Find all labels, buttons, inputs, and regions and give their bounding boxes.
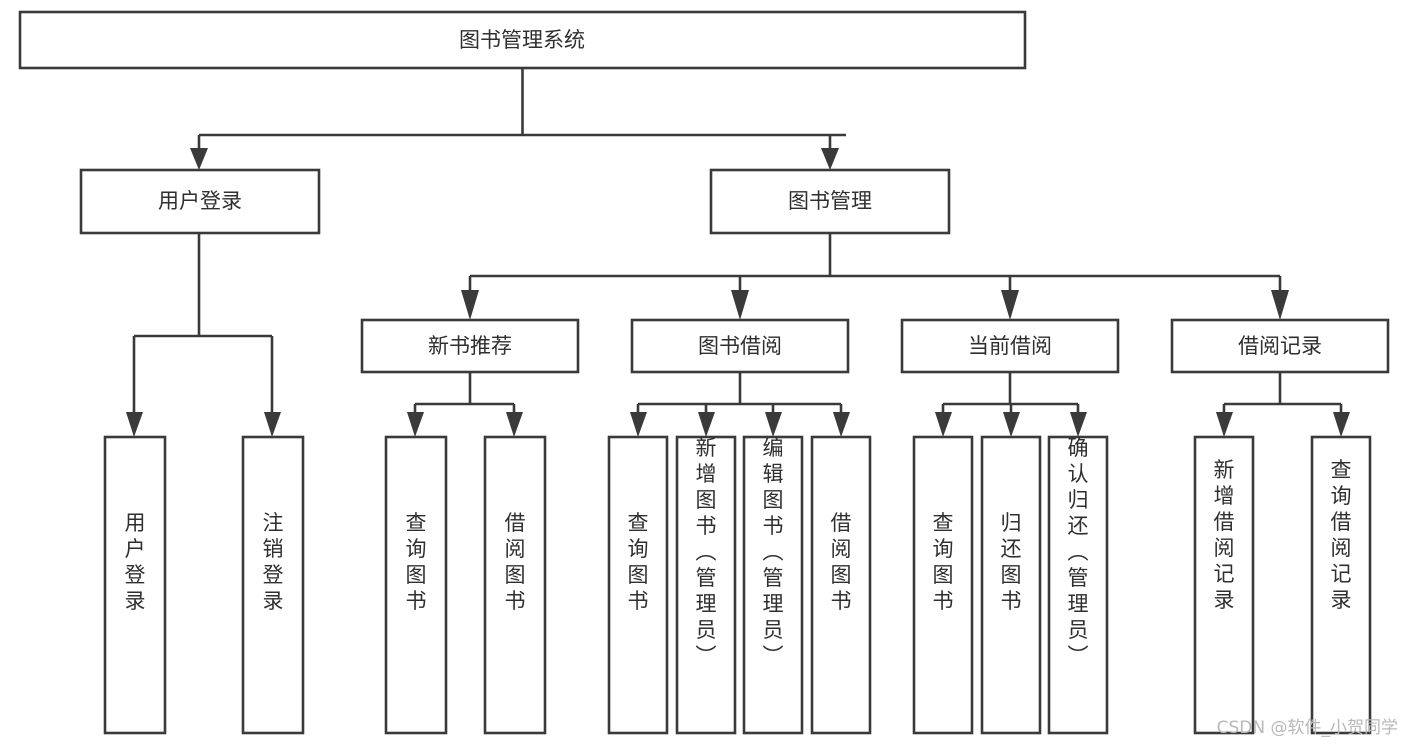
node-book-borrow[interactable]: 图书借阅 <box>630 318 850 374</box>
node-borrow-record[interactable]: 借阅记录 <box>1170 318 1390 374</box>
node-new-book-recommend-box[interactable] <box>360 318 580 374</box>
connector-group-current-borrow-to-leaves <box>935 372 1087 437</box>
leaf-user-login-box[interactable] <box>103 435 167 735</box>
arrow-head-current-borrow <box>1001 290 1019 320</box>
node-current-borrow-box[interactable] <box>900 318 1120 374</box>
arrow-head-leaf-b2 <box>698 412 715 437</box>
leaf-new-book-borrow-box[interactable] <box>483 435 547 735</box>
leaf-node-borrow-query[interactable]: 查询图书 <box>607 435 669 735</box>
leaf-node-record-query[interactable]: 查询借阅记录 <box>1310 435 1372 735</box>
node-new-book-recommend[interactable]: 新书推荐 <box>360 318 580 374</box>
node-current-borrow[interactable]: 当前借阅 <box>900 318 1120 374</box>
arrow-head-leaf-b4 <box>833 412 850 437</box>
leaf-node-logout[interactable]: 注销登录 <box>241 435 305 735</box>
connector-group-borrow-record-to-leaves <box>1216 372 1350 437</box>
node-book-manage-label: 图书管理 <box>788 189 872 213</box>
connector-group-book-borrow-to-leaves <box>630 372 850 437</box>
node-new-book-recommend-label: 新书推荐 <box>428 334 512 358</box>
arrow-head-leaf-c2 <box>1003 412 1020 437</box>
leaf-borrow-add-label: 新增图书︵管理员︶ <box>696 436 717 668</box>
leaf-node-new-book-borrow[interactable]: 借阅图书 <box>483 435 547 735</box>
leaf-node-current-confirm[interactable]: 确认归还︵管理员︶ <box>1047 435 1109 735</box>
leaf-record-query-label: 查询借阅记录 <box>1331 458 1352 612</box>
leaf-borrow-edit-box[interactable] <box>742 435 804 735</box>
leaf-new-book-borrow-label: 借阅图书 <box>505 511 526 613</box>
arrow-head-leaf-r1 <box>1216 412 1233 437</box>
arrow-head-leaf-c1 <box>935 412 952 437</box>
connector-group-new-book-to-leaves <box>407 372 523 437</box>
leaf-current-return-label: 归还图书 <box>1001 511 1022 613</box>
arrow-head-user-login <box>190 148 208 170</box>
leaf-current-query-label: 查询图书 <box>933 511 954 613</box>
node-borrow-record-label: 借阅记录 <box>1238 334 1322 358</box>
leaf-new-book-query-label: 查询图书 <box>406 511 427 613</box>
arrow-head-leaf-c3 <box>1070 412 1087 437</box>
leaf-current-return-box[interactable] <box>980 435 1042 735</box>
leaf-logout-box[interactable] <box>241 435 305 735</box>
leaf-node-current-query[interactable]: 查询图书 <box>912 435 974 735</box>
node-root-label: 图书管理系统 <box>459 28 585 52</box>
leaf-logout-label: 注销登录 <box>263 511 284 613</box>
arrow-head-book-borrow <box>731 290 749 320</box>
leaf-user-login-label: 用户登录 <box>125 511 146 613</box>
leaf-borrow-book-box[interactable] <box>810 435 872 735</box>
leaf-borrow-query-box[interactable] <box>607 435 669 735</box>
leaf-record-add-label: 新增借阅记录 <box>1214 458 1235 612</box>
leaf-node-record-add[interactable]: 新增借阅记录 <box>1193 435 1255 735</box>
node-user-login[interactable]: 用户登录 <box>79 168 321 235</box>
watermark-label: CSDN @软件_小贺同学 <box>1217 718 1398 738</box>
arrow-head-borrow-record <box>1271 290 1289 320</box>
node-root-box[interactable] <box>18 10 1027 70</box>
leaf-node-borrow-edit[interactable]: 编辑图书︵管理员︶ <box>742 435 804 735</box>
leaf-record-add-box[interactable] <box>1193 435 1255 735</box>
arrow-head-leaf-b3 <box>765 412 782 437</box>
leaf-node-borrow-book[interactable]: 借阅图书 <box>810 435 872 735</box>
arrow-head-leaf-n1 <box>407 412 424 437</box>
leaf-node-borrow-add[interactable]: 新增图书︵管理员︶ <box>675 435 737 735</box>
arrow-head-leaf-b1 <box>630 412 647 437</box>
node-book-borrow-box[interactable] <box>630 318 850 374</box>
node-user-login-box[interactable] <box>79 168 321 235</box>
leaf-current-confirm-label: 确认归还︵管理员︶ <box>1068 436 1089 668</box>
leaf-node-user-login[interactable]: 用户登录 <box>103 435 167 735</box>
leaf-borrow-add-box[interactable] <box>675 435 737 735</box>
arrow-head-leaf-u1 <box>126 412 143 437</box>
leaf-borrow-query-label: 查询图书 <box>628 511 649 613</box>
node-book-manage-box[interactable] <box>709 168 951 235</box>
leaf-current-query-box[interactable] <box>912 435 974 735</box>
leaf-borrow-edit-label: 编辑图书︵管理员︶ <box>763 436 784 668</box>
leaf-borrow-book-label: 借阅图书 <box>831 511 852 613</box>
node-current-borrow-label: 当前借阅 <box>968 334 1052 358</box>
arrow-head-leaf-u2 <box>264 412 281 437</box>
node-borrow-record-box[interactable] <box>1170 318 1390 374</box>
connector-group-root-to-level2 <box>190 68 846 170</box>
node-root-system[interactable]: 图书管理系统 <box>18 10 1027 70</box>
node-book-manage[interactable]: 图书管理 <box>709 168 951 235</box>
leaf-node-current-return[interactable]: 归还图书 <box>980 435 1042 735</box>
leaf-node-new-book-query[interactable]: 查询图书 <box>384 435 448 735</box>
arrow-head-new-book <box>461 290 479 320</box>
leaf-current-confirm-box[interactable] <box>1047 435 1109 735</box>
leaf-new-book-query-box[interactable] <box>384 435 448 735</box>
connector-group-book-manage-to-level3 <box>461 233 1289 320</box>
node-user-login-label: 用户登录 <box>158 189 242 213</box>
arrow-head-leaf-n2 <box>506 412 523 437</box>
connector-group-user-login-to-leaves <box>126 233 281 437</box>
arrow-head-leaf-r2 <box>1333 412 1350 437</box>
node-book-borrow-label: 图书借阅 <box>698 334 782 358</box>
arrow-head-book-manage <box>821 148 839 170</box>
leaf-record-query-box[interactable] <box>1310 435 1372 735</box>
